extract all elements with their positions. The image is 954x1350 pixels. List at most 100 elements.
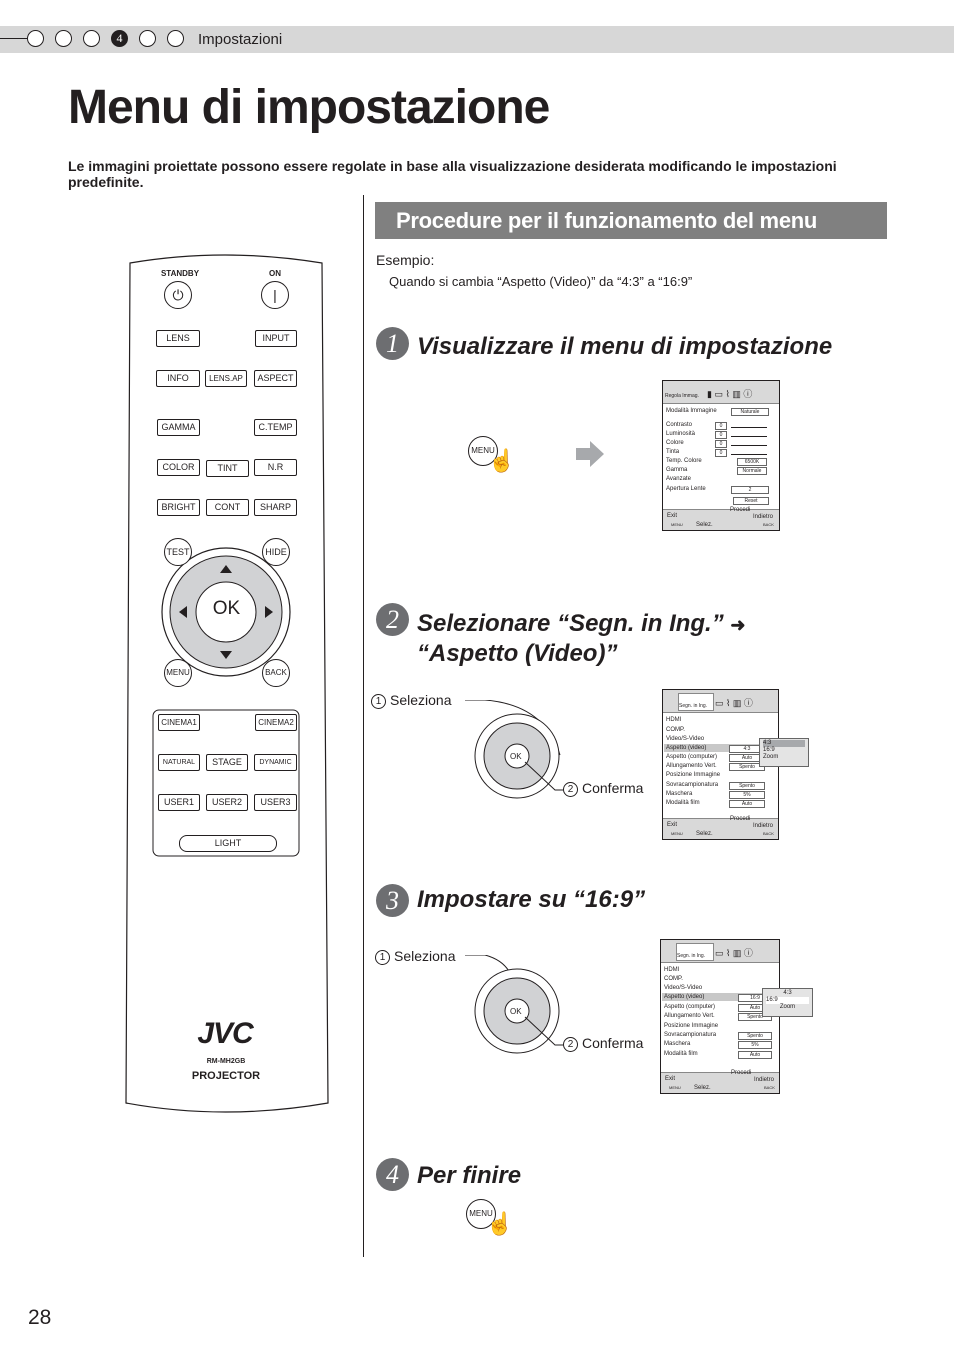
standby-label: STANDBY [160, 269, 200, 278]
dynamic-button[interactable]: DYNAMIC [254, 754, 297, 771]
tab-icons: ▮ ▭ ⌇ ▥ ⓘ [707, 389, 753, 399]
lens-ap-button[interactable]: LENS.AP [205, 370, 247, 387]
cont-button[interactable]: CONT [206, 499, 249, 516]
stage-button[interactable]: STAGE [206, 754, 248, 771]
chapter-dot [27, 30, 44, 47]
svg-text:OK: OK [510, 752, 522, 761]
callout-text: Seleziona [394, 948, 456, 964]
tint-button[interactable]: TINT [206, 460, 249, 477]
cinema1-button[interactable]: CINEMA1 [158, 714, 200, 731]
popup-option: 4:3 [783, 990, 792, 996]
c-temp-button[interactable]: C.TEMP [254, 419, 297, 436]
menu-row: Allungamento Vert. [664, 1013, 715, 1019]
footer-exit-key: MENU [671, 831, 683, 836]
user2-button[interactable]: USER2 [206, 794, 248, 811]
input-button[interactable]: INPUT [255, 330, 297, 347]
tab-icons: ▭ ⌇ ▥ ⓘ [715, 948, 753, 958]
menu-button[interactable]: MENU [164, 659, 192, 687]
nr-button[interactable]: N.R [254, 459, 297, 476]
menu-footer: Exit MENU Selez. Procedi Indietro BACK [663, 507, 779, 530]
ok-button[interactable]: OK [212, 598, 241, 619]
step-title-line: Selezionare “Segn. in Ing.” [417, 610, 724, 637]
cinema2-button[interactable]: CINEMA2 [255, 714, 297, 731]
callout-number: 1 [375, 949, 390, 965]
callout-text: Conferma [582, 780, 644, 796]
gamma-button[interactable]: GAMMA [157, 419, 200, 436]
menu-row: Tinta [666, 449, 680, 455]
callout-text: Seleziona [390, 692, 452, 708]
svg-text:OK: OK [510, 1007, 522, 1016]
footer-back: Indietro [753, 823, 774, 829]
menu-row: Video/S-Video [666, 736, 705, 742]
example-text: Quando si cambia “Aspetto (Video)” da “4… [389, 274, 693, 289]
user1-button[interactable]: USER1 [158, 794, 200, 811]
menu-value: 0 [715, 431, 727, 439]
footer-exit: Exit [667, 513, 678, 519]
menu-value: Auto [729, 800, 765, 808]
footer-proceed: Procedi [730, 507, 751, 513]
aspect-popup: 4:3 16:9 Zoom [759, 738, 809, 767]
step-title: Impostare su “16:9” [417, 886, 646, 913]
menu-value: Naturale [731, 408, 769, 416]
brand-logo: JVC [197, 1017, 253, 1050]
page-title: Menu di impostazione [68, 81, 550, 134]
footer-back-key: BACK [764, 1085, 775, 1090]
page-number: 28 [28, 1306, 52, 1329]
menu-row: Video/S-Video [664, 985, 703, 991]
bright-button[interactable]: BRIGHT [157, 499, 200, 516]
menu-row: Modalità film [666, 800, 700, 806]
menu-row: Modalità film [664, 1051, 698, 1057]
footer-back-key: BACK [763, 831, 774, 836]
user3-button[interactable]: USER3 [254, 794, 297, 811]
menu-row: HDMI [666, 717, 682, 723]
arrow-right-icon [576, 441, 604, 467]
chapter-label: Impostazioni [198, 31, 283, 48]
menu-tab-bar [663, 381, 779, 404]
standby-button[interactable]: ⏻ [164, 281, 192, 309]
menu-row: Posizione Immagine [664, 1023, 719, 1029]
menu-row: Maschera [666, 791, 693, 797]
light-button[interactable]: LIGHT [179, 835, 277, 852]
footer-back: Indietro [753, 514, 774, 520]
popup-option: 16:9 [763, 747, 775, 753]
on-label: ON [269, 269, 281, 278]
footer-exit-key: MENU [671, 522, 683, 527]
callout-number: 1 [371, 693, 386, 709]
lens-button[interactable]: LENS [156, 330, 200, 347]
intro-text: Le immagini proiettate possono essere re… [68, 158, 837, 190]
test-button[interactable]: TEST [164, 538, 192, 566]
on-button[interactable]: | [261, 281, 289, 309]
header-rule [0, 38, 30, 39]
natural-button[interactable]: NATURAL [158, 754, 200, 771]
dpad-diagram: OK [465, 955, 563, 1054]
footer-exit: Exit [665, 1076, 676, 1082]
menu-value: 5% [738, 1041, 772, 1049]
menu-footer: Exit MENU Selez. Procedi Indietro BACK [661, 1070, 779, 1093]
menu-value: Normale [737, 467, 767, 475]
reset-button: Reset [733, 497, 769, 505]
menu-tab-active-box [678, 693, 714, 711]
dpad[interactable] [157, 545, 297, 685]
color-button[interactable]: COLOR [157, 459, 200, 476]
menu-tab-active: Regola Immag. [665, 393, 699, 399]
aspect-popup: 4:3 16:9 Zoom [762, 988, 813, 1017]
back-button[interactable]: BACK [262, 659, 290, 687]
example-label: Esempio: [376, 252, 435, 268]
menu-row: Luminosità [666, 431, 696, 437]
sharp-button[interactable]: SHARP [254, 499, 297, 516]
pointing-hand-icon: ☝ [488, 448, 516, 473]
step-title: Selezionare “Segn. in Ing.” ➜ [417, 609, 746, 640]
footer-back: Indietro [754, 1077, 775, 1083]
footer-select: Selez. [694, 1085, 711, 1091]
aspect-button[interactable]: ASPECT [254, 370, 297, 387]
hide-button[interactable]: HIDE [262, 538, 290, 566]
projector-label: PROJECTOR [191, 1070, 261, 1082]
footer-proceed: Procedi [730, 816, 751, 822]
callout-number: 2 [563, 781, 578, 797]
chapter-dot-active: 4 [111, 30, 128, 47]
info-button[interactable]: INFO [156, 370, 200, 387]
